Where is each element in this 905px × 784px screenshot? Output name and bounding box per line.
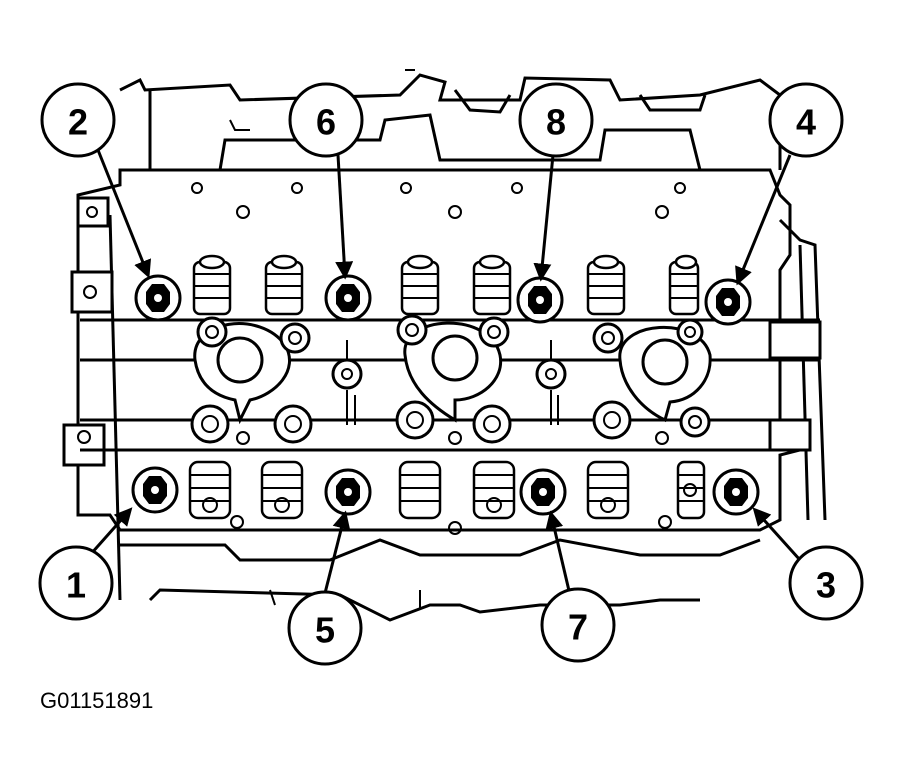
callout-3-label: 3	[816, 565, 836, 606]
bolt-2	[134, 274, 182, 322]
head-bolts	[131, 274, 760, 516]
bearing-caps	[193, 321, 712, 425]
callout-2-label: 2	[68, 102, 88, 143]
callout-5: 5	[287, 590, 363, 666]
callout-7: 7	[540, 587, 616, 663]
callout-8: 8	[518, 82, 594, 158]
bolt-8	[516, 276, 564, 324]
callout-5-label: 5	[315, 610, 335, 651]
bolt-3	[712, 468, 760, 516]
callout-6: 6	[288, 82, 364, 158]
callout-7-label: 7	[568, 607, 588, 648]
callouts: 2 6 8 4 1 5 7 3	[38, 82, 864, 666]
bolt-1	[131, 466, 179, 514]
bolt-7	[519, 468, 567, 516]
figure-id: G01151891	[40, 688, 154, 713]
callout-1: 1	[38, 545, 114, 621]
callout-8-label: 8	[546, 102, 566, 143]
callout-6-label: 6	[316, 102, 336, 143]
upper-valve-springs	[192, 254, 700, 316]
callout-2: 2	[40, 82, 116, 158]
head-body	[62, 168, 827, 622]
dowel-holes	[191, 182, 686, 535]
leader-arrows	[88, 149, 802, 606]
callout-3: 3	[788, 545, 864, 621]
bolt-6	[324, 274, 372, 322]
valve-seats	[190, 314, 711, 444]
callout-4-label: 4	[796, 102, 816, 143]
callout-4: 4	[768, 82, 844, 158]
upper-housing	[119, 69, 782, 172]
bolt-5	[324, 468, 372, 516]
bolt-4	[704, 278, 752, 326]
lower-valve-springs	[188, 460, 706, 520]
callout-1-label: 1	[66, 565, 86, 606]
